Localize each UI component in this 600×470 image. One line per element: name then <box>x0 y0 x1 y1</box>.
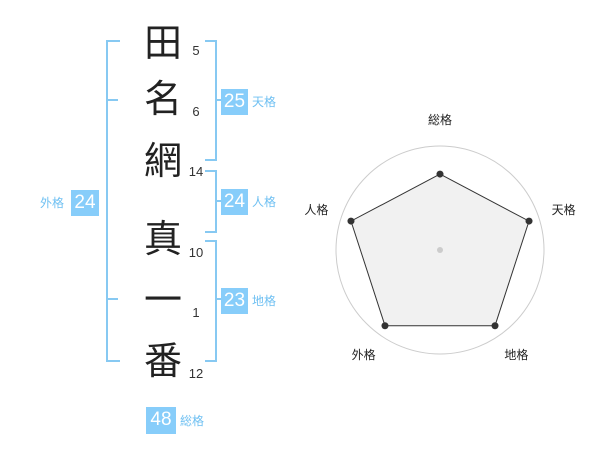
stroke-count-6: 12 <box>188 366 204 381</box>
name-char-5: 一 <box>143 278 182 322</box>
chikaku-bracket <box>205 240 217 362</box>
gaikaku-tick-upper <box>106 99 118 101</box>
tenkaku-badge: 25 <box>221 89 248 115</box>
radar-point-3 <box>381 322 389 330</box>
jinkaku-connector <box>215 200 222 202</box>
radar-center-dot <box>437 247 443 253</box>
tenkaku-connector <box>215 99 222 101</box>
soukaku-badge: 48 <box>146 407 176 434</box>
stroke-count-1: 5 <box>192 43 200 58</box>
stroke-count-3: 14 <box>188 164 204 179</box>
gaikaku-label: 外格 <box>40 196 65 210</box>
chikaku-label: 地格 <box>252 294 277 308</box>
radar-point-1 <box>525 217 533 225</box>
radar-point-2 <box>491 322 499 330</box>
tenkaku-label: 天格 <box>252 95 277 109</box>
soukaku-label: 総格 <box>180 414 205 428</box>
radar-axis-label-0: 総格 <box>428 112 452 127</box>
name-char-6: 番 <box>143 339 182 383</box>
radar-axis-label-1: 天格 <box>552 202 576 217</box>
name-char-3: 網 <box>143 139 182 183</box>
gaikaku-tick-lower <box>106 298 118 300</box>
radar-axis-label-3: 外格 <box>352 347 376 362</box>
jinkaku-label: 人格 <box>252 195 277 209</box>
stroke-count-5: 1 <box>192 305 200 320</box>
radar-axis-label-2: 地格 <box>504 347 528 362</box>
name-char-4: 真 <box>143 217 182 261</box>
chikaku-connector <box>215 298 222 300</box>
stroke-count-4: 10 <box>188 245 204 260</box>
jinkaku-badge: 24 <box>221 189 248 215</box>
radar-axis-label-4: 人格 <box>304 202 328 217</box>
radar-point-4 <box>347 217 355 225</box>
radar-point-0 <box>436 170 444 178</box>
name-char-1: 田 <box>143 21 182 65</box>
name-char-2: 名 <box>143 77 182 121</box>
gaikaku-bracket <box>106 40 120 362</box>
stroke-count-2: 6 <box>192 104 200 119</box>
chikaku-badge: 23 <box>221 288 248 314</box>
gaikaku-badge: 24 <box>71 190 99 216</box>
